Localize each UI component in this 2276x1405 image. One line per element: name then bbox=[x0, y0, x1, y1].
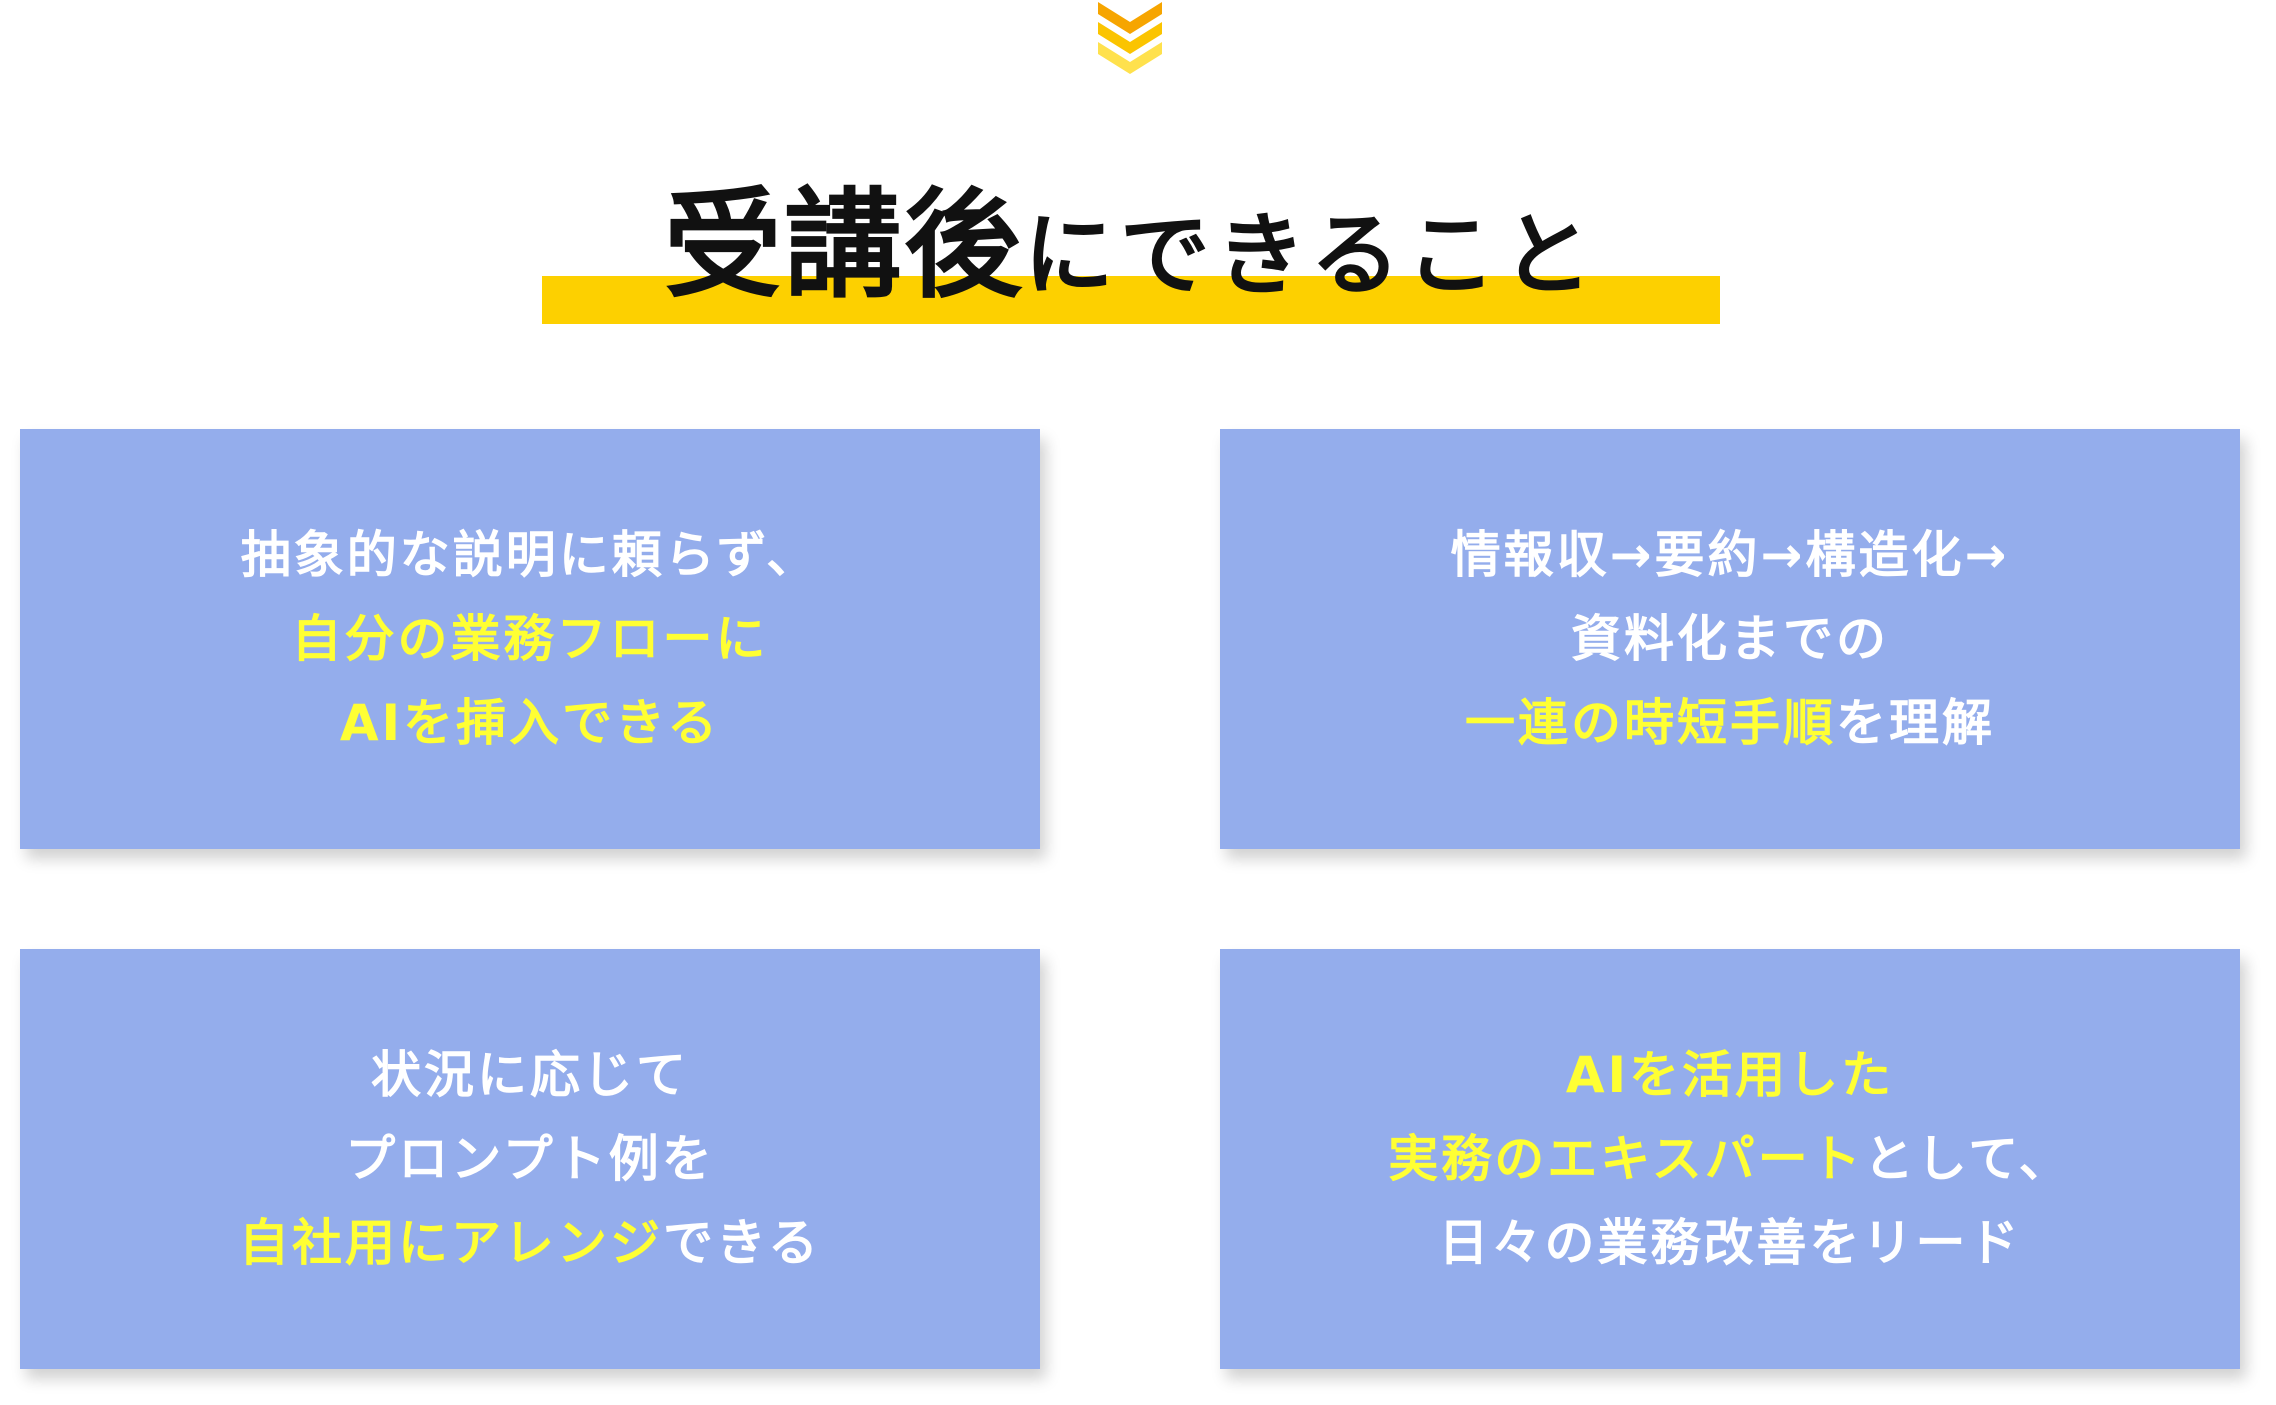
title-underline-bar bbox=[542, 276, 1720, 324]
highlight-text: AIを挿入できる bbox=[339, 694, 721, 752]
benefit-card-text: 抽象的な説明に頼らず、自分の業務フローに AIを挿入できる bbox=[241, 513, 820, 765]
card-line: AIを挿入できる bbox=[241, 681, 820, 765]
body-text: 状況に応じて bbox=[371, 1046, 689, 1104]
body-text: として、 bbox=[1863, 1130, 2072, 1188]
card-line: 情報収→要約→構造化→ bbox=[1451, 513, 2010, 597]
body-text: 日々の業務改善をリード bbox=[1438, 1214, 2022, 1272]
benefit-card-text: 状況に応じてプロンプト例を自社用にアレンジできる bbox=[239, 1033, 821, 1285]
highlight-text: AIを活用した bbox=[1565, 1046, 1895, 1104]
card-line: 資料化までの bbox=[1451, 597, 2010, 681]
body-text: 抽象的な説明に頼らず、 bbox=[240, 526, 820, 584]
benefit-card-2: 情報収→要約→構造化→ 資料化までの一連の時短手順を理解 bbox=[1220, 429, 2240, 849]
page-title: 受講後にできること bbox=[542, 170, 1720, 330]
body-text: できる bbox=[663, 1214, 821, 1272]
benefit-card-text: AIを活用した実務のエキスパートとして、日々の業務改善をリード bbox=[1388, 1033, 2072, 1285]
body-text: プロンプト例を bbox=[345, 1130, 715, 1188]
title-main: 受講後 bbox=[663, 176, 1024, 314]
body-text: を理解 bbox=[1836, 694, 1995, 752]
card-line: 自社用にアレンジできる bbox=[239, 1201, 821, 1285]
highlight-text: 一連の時短手順 bbox=[1465, 694, 1836, 752]
chevron-down-triple-icon bbox=[1098, 2, 1162, 74]
benefit-card-text: 情報収→要約→構造化→ 資料化までの一連の時短手順を理解 bbox=[1451, 513, 2010, 765]
title-suffix: にできること bbox=[1023, 203, 1599, 308]
card-line: 実務のエキスパートとして、 bbox=[1388, 1117, 2072, 1201]
body-text: 資料化までの bbox=[1571, 610, 1889, 668]
highlight-text: 実務のエキスパート bbox=[1388, 1130, 1864, 1188]
benefit-card-1: 抽象的な説明に頼らず、自分の業務フローに AIを挿入できる bbox=[20, 429, 1040, 849]
benefit-card-4: AIを活用した実務のエキスパートとして、日々の業務改善をリード bbox=[1220, 949, 2240, 1369]
card-line: プロンプト例を bbox=[239, 1117, 821, 1201]
highlight-text: 自社用にアレンジ bbox=[239, 1214, 663, 1272]
card-line: AIを活用した bbox=[1388, 1033, 2072, 1117]
benefit-card-3: 状況に応じてプロンプト例を自社用にアレンジできる bbox=[20, 949, 1040, 1369]
card-line: 抽象的な説明に頼らず、 bbox=[241, 513, 820, 597]
card-line: 自分の業務フローに bbox=[241, 597, 820, 681]
highlight-text: 自分の業務フローに bbox=[291, 610, 769, 668]
card-line: 状況に応じて bbox=[239, 1033, 821, 1117]
body-text: 情報収→要約→構造化→ bbox=[1450, 526, 2010, 584]
section-header: 受講後にできること bbox=[0, 170, 2276, 340]
card-line: 日々の業務改善をリード bbox=[1388, 1201, 2072, 1285]
card-line: 一連の時短手順を理解 bbox=[1451, 681, 2010, 765]
